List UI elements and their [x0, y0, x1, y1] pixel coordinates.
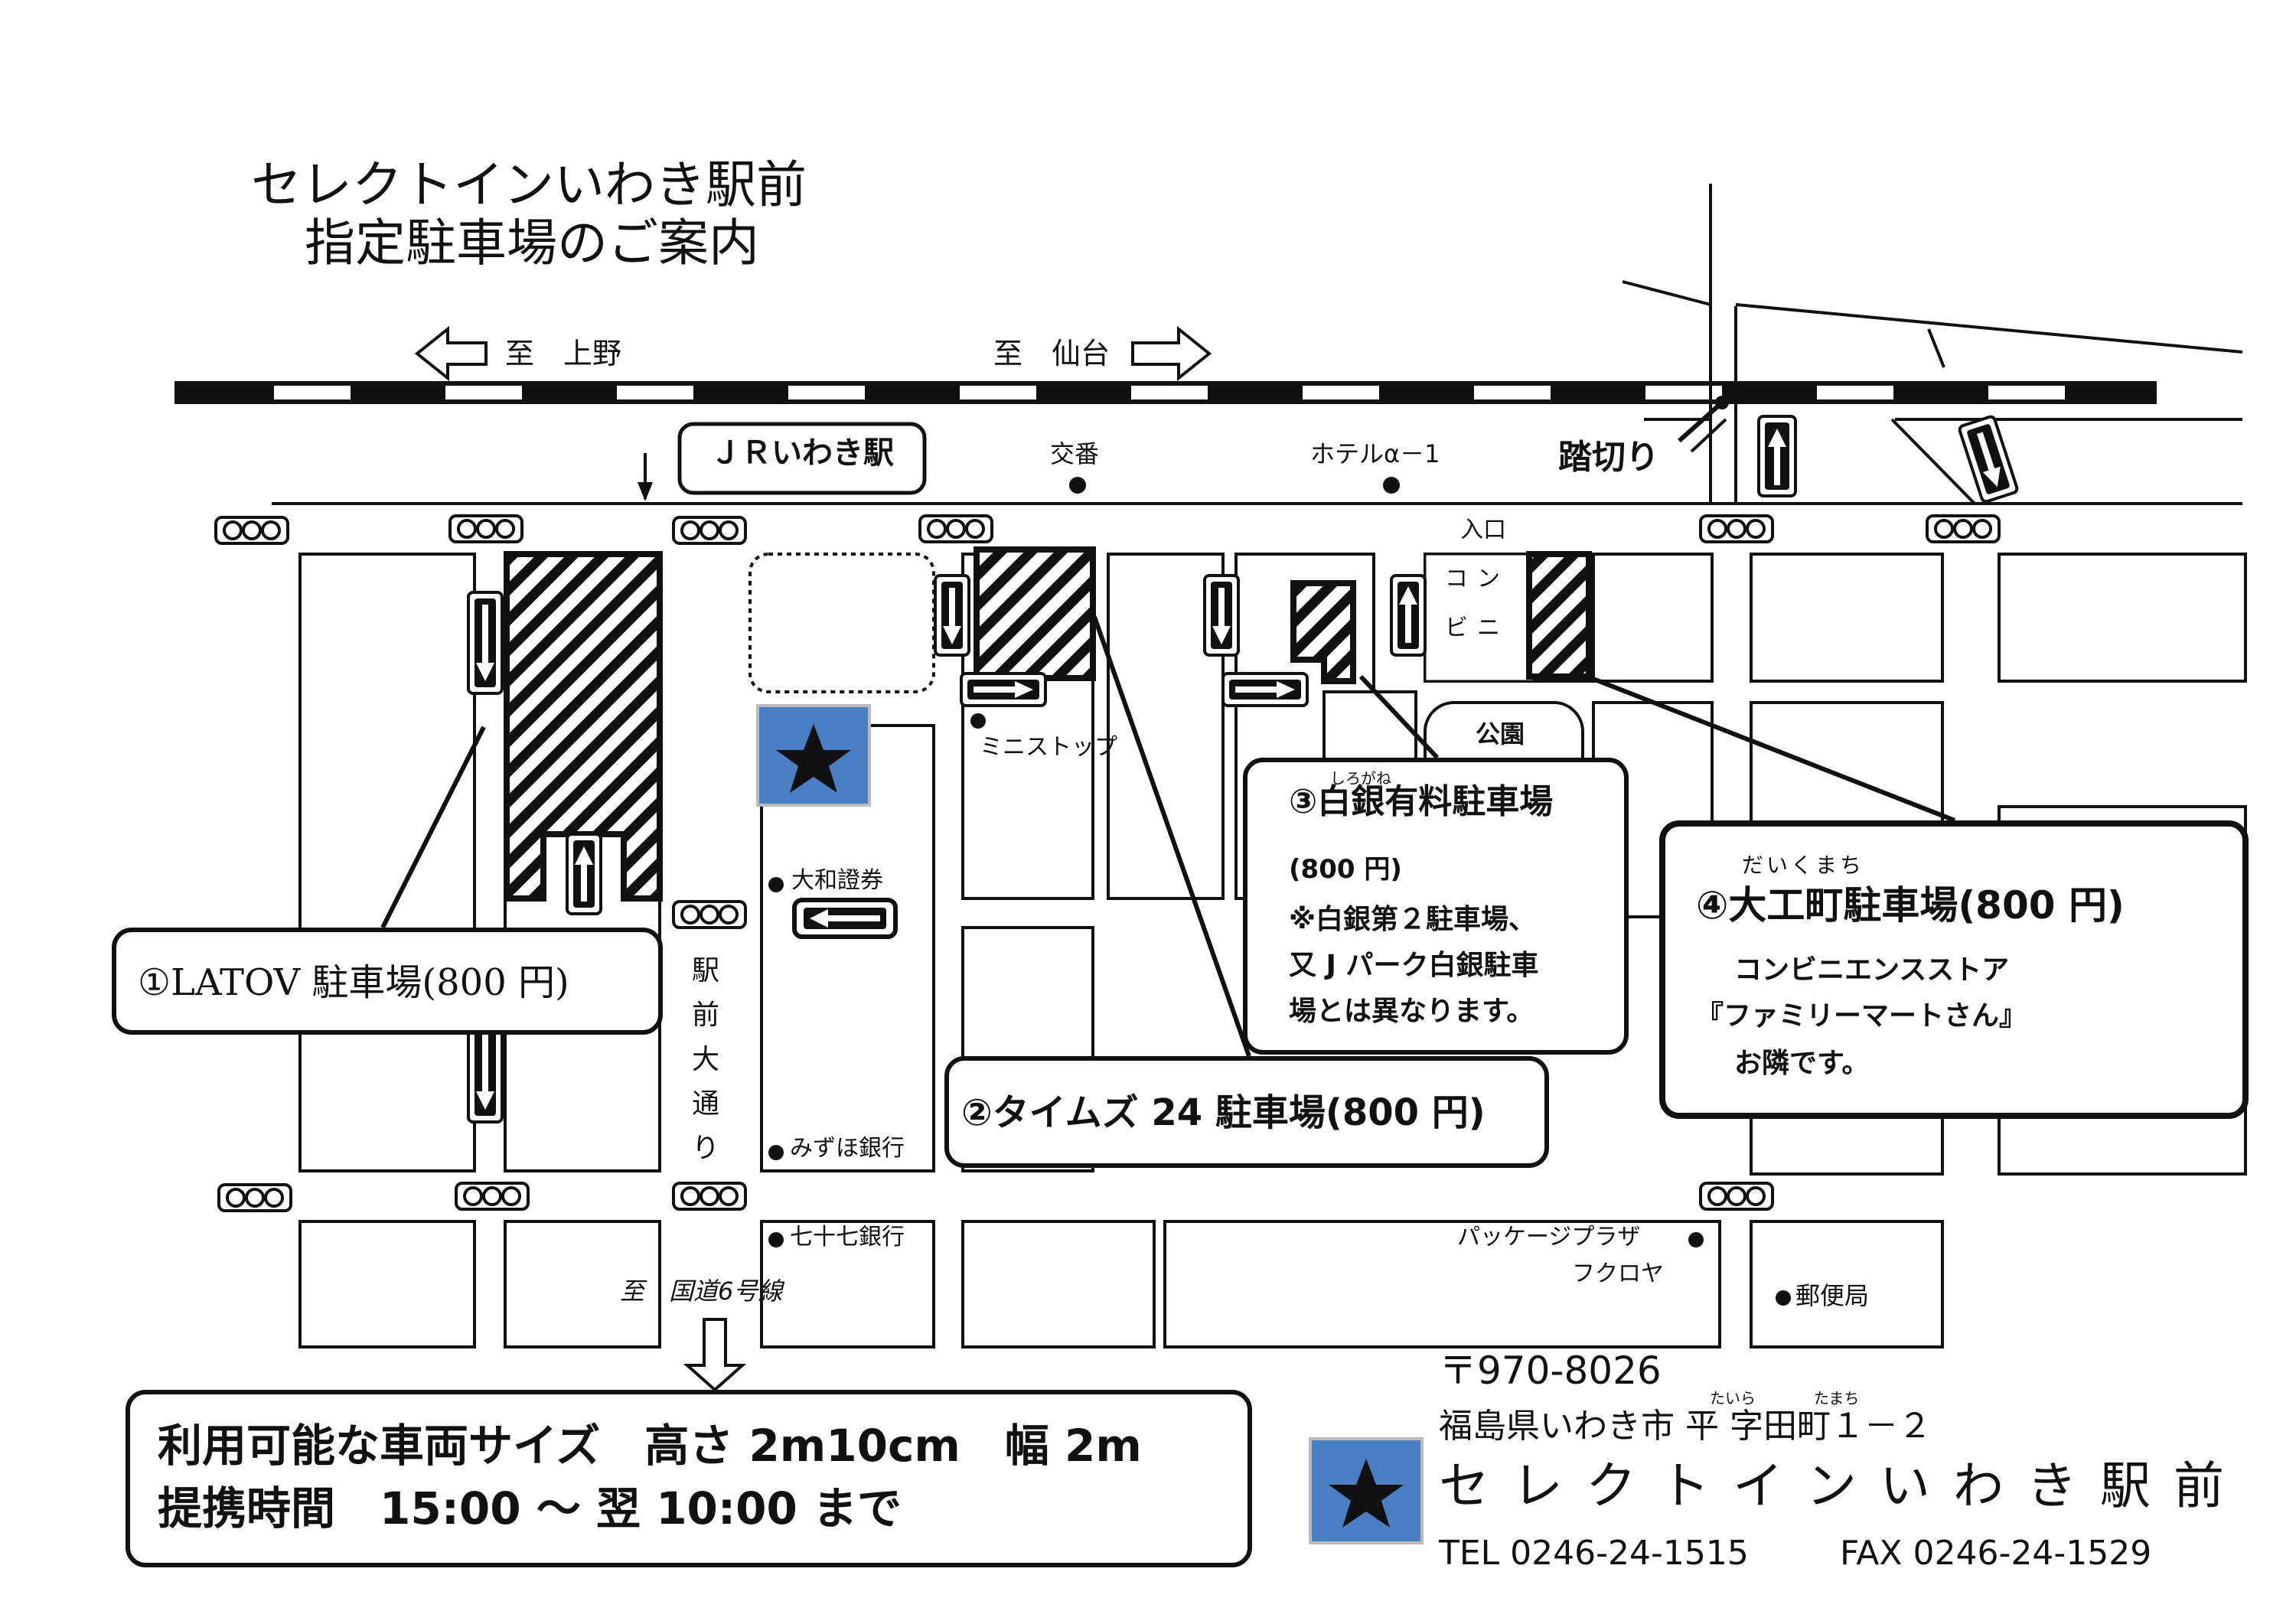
traffic-signal-icon [214, 516, 289, 545]
parking-1-callout: ①LATOV 駐車場(800 円) [112, 928, 663, 1035]
hotel-name: セレクトインいわき駅前 [1439, 1456, 2247, 1515]
package-plaza-label: パッケージプラザ [1457, 1224, 1641, 1251]
parking-4-note-2: 『ファミリーマートさん』 [1696, 1000, 2027, 1032]
roads [272, 184, 2243, 505]
station-label: ＪＲいわき駅 [710, 435, 894, 471]
mizuho-label: みずほ銀行 [790, 1135, 905, 1162]
direction-route6: 至 国道6号線 [620, 1277, 783, 1306]
traffic-signal-icon [455, 1182, 530, 1211]
address-ruby-taira: たいら [1710, 1389, 1756, 1407]
ministop-label: ミニストップ [980, 734, 1117, 761]
railway [174, 381, 2157, 404]
parking-lot-1 [504, 551, 663, 902]
entrance-label: 入口 [1460, 517, 1506, 543]
hotel-tel: TEL 0246-24-1515 [1439, 1534, 1749, 1573]
parking-3-note-1: ※白銀第２駐車場、 [1289, 904, 1536, 935]
partner-hours-text: 提携時間 15:00 ～ 翌 10:00 まで [158, 1482, 902, 1534]
vehicle-info-box: 利用可能な車両サイズ 高さ 2m10cm 幅 2m 提携時間 15:00 ～ 翌… [126, 1390, 1252, 1567]
parking-3-note-2: 又 J パーク白銀駐車 [1289, 950, 1539, 981]
parking-3-note-3: 場とは異なります。 [1289, 996, 1534, 1027]
traffic-signal-icon [672, 1182, 747, 1211]
vehicle-size-text: 利用可能な車両サイズ 高さ 2m10cm 幅 2m [158, 1420, 1142, 1472]
parking-4-ruby: だいくまち [1742, 853, 1865, 878]
traffic-signal-icon [217, 1183, 292, 1212]
daiwa-label: 大和證券 [791, 867, 883, 894]
leader-lines [380, 400, 1956, 1057]
one-way-arrow-icon [1390, 574, 1427, 657]
hotel-alpha-label: ホテルα－1 [1310, 439, 1440, 468]
parking-4-note-3: お隣です。 [1734, 1048, 1870, 1079]
one-way-arrow-icon [566, 833, 602, 915]
one-way-arrow-icon [467, 591, 504, 695]
parking-3-label: ③白銀有料駐車場 [1289, 782, 1554, 821]
parking-3-price: (800 円) [1289, 854, 1402, 885]
parking-lot-4 [1526, 551, 1592, 680]
koban-label: 交番 [1050, 439, 1100, 468]
page-title: セレクトインいわき駅前 [251, 155, 807, 214]
page-subtitle: 指定駐車場のご案内 [305, 214, 759, 272]
parking-4-callout: だいくまち ④大工町駐車場(800 円) コンビニエンスストア 『ファミリーマー… [1659, 820, 2249, 1119]
parking-2-callout: ②タイムズ 24 駐車場(800 円) [944, 1056, 1549, 1168]
station-box [677, 422, 927, 495]
parking-3-callout: しろがね ③白銀有料駐車場 (800 円) ※白銀第２駐車場、 又 J パーク白… [1243, 758, 1629, 1055]
konbini-label-1: コン [1445, 566, 1509, 592]
one-way-arrow-icon [960, 672, 1047, 707]
parking-4-label: ④大工町駐車場(800 円) [1696, 883, 2125, 928]
postal-code: 〒970-8026 [1439, 1348, 1662, 1393]
crossing-label: 踏切り [1558, 438, 1659, 477]
parking-3-ruby: しろがね [1330, 769, 1391, 788]
traffic-signal-icon [448, 514, 523, 543]
arrow-right-icon [1131, 325, 1212, 382]
hotel-fax: FAX 0246-24-1529 [1840, 1534, 2152, 1573]
traffic-signal-icon [1699, 1182, 1774, 1211]
parking-2-label: ②タイムズ 24 駐車場(800 円) [961, 1091, 1486, 1134]
one-way-arrow-icon [792, 898, 898, 939]
landmark-dots [768, 396, 1791, 1306]
post-office-label: 郵便局 [1795, 1281, 1870, 1310]
one-way-arrow-icon [1958, 415, 2019, 504]
star-icon [756, 704, 871, 807]
parking-1-label: ①LATOV 駐車場(800 円) [138, 961, 569, 1004]
traffic-signal-icon [1699, 514, 1774, 543]
fukuroya-label: フクロヤ [1572, 1260, 1664, 1287]
one-way-arrow-icon [934, 574, 970, 657]
one-way-arrow-icon [1221, 672, 1309, 707]
parking-lot-3 [1290, 580, 1356, 684]
parking-lot-2 [974, 546, 1096, 681]
traffic-signal-icon [672, 900, 747, 929]
direction-sendai: 至 仙台 [993, 337, 1110, 370]
traffic-signal-icon [1926, 514, 2001, 543]
one-way-arrow-icon [467, 1019, 504, 1123]
hotel-address: 福島県いわき市 平 字田町１－２ [1439, 1407, 1932, 1446]
arrow-left-icon [414, 325, 488, 382]
direction-ueno: 至 上野 [505, 337, 622, 370]
traffic-signal-icon [672, 516, 747, 545]
traffic-signal-icon [918, 514, 993, 543]
address-ruby-tamachi: たまち [1814, 1389, 1860, 1407]
one-way-arrow-icon [1203, 574, 1240, 657]
avenue-label: 駅 前 大 通 り [692, 955, 720, 1164]
hotel-site-outline [748, 553, 935, 693]
parking-4-note-1: コンビニエンスストア [1734, 954, 2010, 986]
arrow-down-icon [683, 1318, 747, 1392]
one-way-arrow-icon [1757, 415, 1797, 497]
star-icon [1309, 1437, 1424, 1544]
shichijushichi-label: 七十七銀行 [790, 1224, 905, 1251]
konbini-block [1424, 553, 1535, 683]
park-label: 公園 [1476, 719, 1525, 748]
konbini-label-2: ビニ [1445, 615, 1509, 641]
